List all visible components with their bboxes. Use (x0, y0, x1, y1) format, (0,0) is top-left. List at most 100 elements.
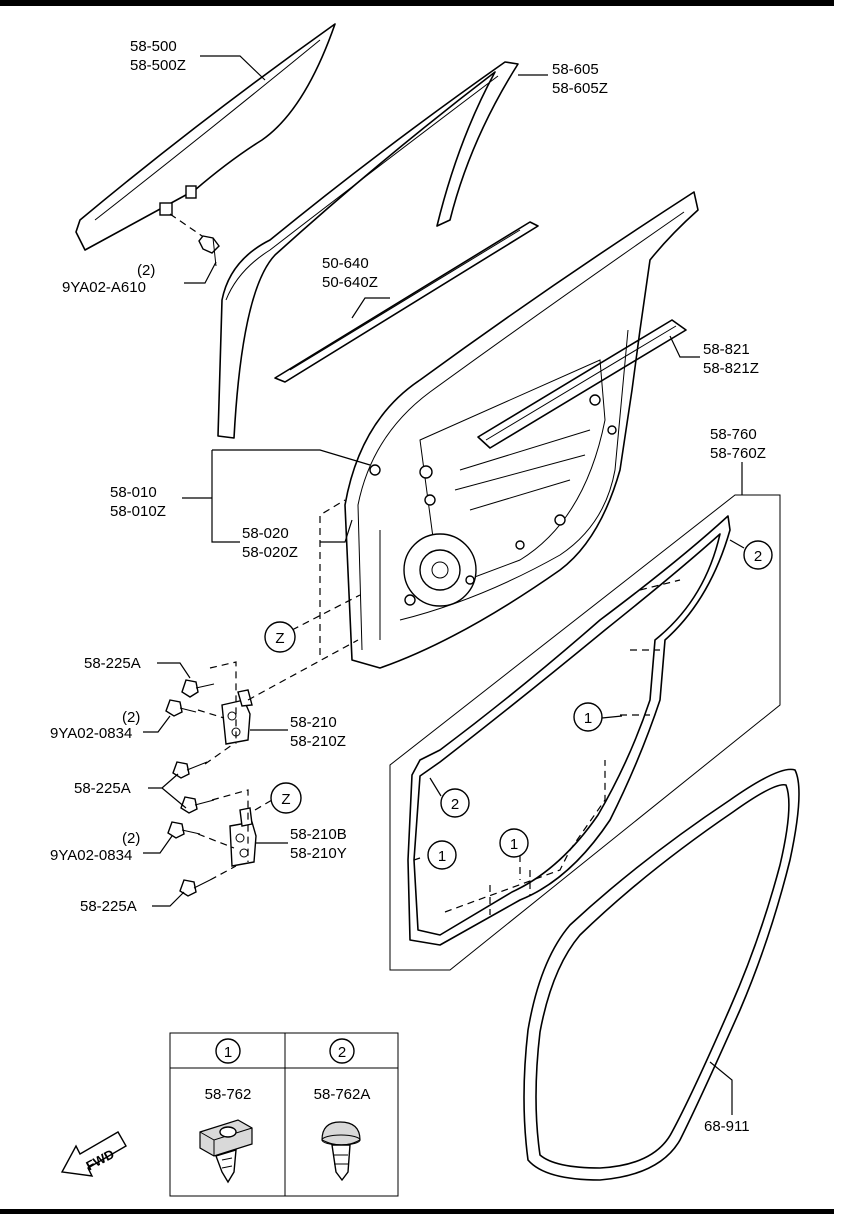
clip-2-icon (321, 1121, 361, 1182)
lower-hinge-part-number: 58-210B (290, 826, 347, 843)
lower-hinge-bolt-qty: (2) (122, 830, 140, 847)
z-marker: Z (264, 621, 296, 653)
hinge-dash (254, 799, 273, 811)
leader-marker (413, 857, 421, 861)
lower-hinge[interactable] (229, 807, 257, 867)
bolt-icon[interactable] (179, 879, 211, 897)
door-glass[interactable] (75, 23, 336, 251)
upper-hinge-part-number-alt: 58-210Z (290, 733, 346, 750)
door-panel-part-number-alt: 58-020Z (242, 544, 298, 561)
z-dash (291, 594, 361, 631)
lower-hinge-bolt-spec: 9YA02-0834 (50, 847, 132, 864)
run-channel-part-number: 58-605 (552, 61, 599, 78)
belt-molding-part-number: 50-640 (322, 255, 369, 272)
upper-hinge-bolt-spec: 9YA02-0834 (50, 725, 132, 742)
leader-marker (429, 777, 442, 797)
z-marker: Z (270, 782, 302, 814)
outer-weatherstrip-part-number: 58-821 (703, 341, 750, 358)
glass-bolt-qty: (2) (137, 262, 155, 279)
outer-weatherstrip[interactable] (477, 319, 687, 449)
leader-glass-bolt (184, 261, 217, 284)
hinge-dash (197, 709, 225, 719)
door-seal[interactable] (407, 515, 731, 946)
glass-bolt-dash (169, 213, 206, 239)
body-weatherstrip-part-number: 68-911 (704, 1118, 750, 1135)
seal-clip-dash (639, 579, 681, 591)
upper-hinge-bolt-qty: (2) (122, 709, 140, 726)
hinge-bolt-part-number: 58-225A (74, 780, 131, 797)
legend-header-2: 2 (329, 1038, 355, 1064)
leader-bolt (143, 715, 171, 733)
glass-run-channel[interactable] (217, 61, 519, 439)
clip-1-icon (199, 1119, 253, 1184)
hinge-dash (204, 744, 233, 765)
door-shell-part-number: 58-010 (110, 484, 157, 501)
glass-bolt-part-number: 9YA02-A610 (62, 279, 146, 296)
outer-weatherstrip-part-number-alt: 58-821Z (703, 360, 759, 377)
legend-part-1: 58-762 (205, 1086, 252, 1103)
leader-marker (601, 715, 623, 719)
leader-body-weatherstrip (709, 1061, 733, 1115)
belt-molding[interactable] (274, 221, 539, 383)
fwd-arrow-icon: FWD (60, 1131, 127, 1177)
top-border (0, 0, 834, 6)
clip-1-marker: 1 (499, 828, 529, 858)
body-weatherstrip[interactable] (523, 768, 800, 1181)
hinge-dash (247, 639, 359, 701)
leader-bolt (148, 773, 187, 809)
door-shell[interactable] (344, 191, 699, 669)
hinge-dash (211, 789, 249, 862)
leader-bolt (157, 662, 191, 679)
bolt-icon[interactable] (165, 699, 197, 717)
svg-text:1: 1 (438, 848, 446, 865)
upper-hinge-part-number: 58-210 (290, 714, 337, 731)
bolt-icon[interactable] (172, 761, 208, 779)
clip-2-marker: 2 (743, 540, 773, 570)
leader-door-panel (320, 519, 353, 543)
glass-part-number-alt: 58-500Z (130, 57, 186, 74)
svg-text:2: 2 (451, 796, 459, 813)
upper-hinge[interactable] (221, 689, 253, 745)
svg-text:Z: Z (275, 630, 284, 647)
legend-part-2: 58-762A (314, 1086, 371, 1103)
door-seal-part-number-alt: 58-760Z (710, 445, 766, 462)
door-seal-part-number: 58-760 (710, 426, 757, 443)
hinge-dash (209, 865, 237, 881)
lower-hinge-part-number-alt: 58-210Y (290, 845, 347, 862)
leader-glass (200, 55, 266, 81)
hinge-dash (209, 661, 237, 744)
svg-text:1: 1 (510, 836, 518, 853)
leader-bolt (152, 891, 185, 907)
clip-1-marker: 1 (573, 702, 603, 732)
legend-header-1: 1 (215, 1038, 241, 1064)
leader-outer-weatherstrip (669, 335, 700, 358)
glass-bolt-icon[interactable] (198, 235, 220, 267)
leader-door-shell (182, 449, 371, 543)
door-panel-part-number: 58-020 (242, 525, 289, 542)
door-shell-part-number-alt: 58-010Z (110, 503, 166, 520)
svg-text:2: 2 (754, 548, 762, 565)
glass-part-number: 58-500 (130, 38, 177, 55)
clip-legend-table (169, 1032, 399, 1197)
upper-hinge-bolt-part-number: 58-225A (84, 655, 141, 672)
bottom-border (0, 1209, 834, 1214)
belt-molding-part-number-alt: 50-640Z (322, 274, 378, 291)
bolt-icon[interactable] (167, 821, 201, 839)
leader-bolt (143, 835, 173, 854)
run-channel-part-number-alt: 58-605Z (552, 80, 608, 97)
leader-belt-molding (351, 297, 390, 319)
bolt-icon[interactable] (181, 679, 215, 698)
lower-hinge-bolt-part-number: 58-225A (80, 898, 137, 915)
bolt-icon[interactable] (180, 796, 215, 814)
leader-marker (729, 539, 745, 549)
z-dash (319, 499, 346, 655)
door-seal-group-frame (389, 494, 781, 971)
svg-text:2: 2 (338, 1044, 346, 1061)
svg-text:Z: Z (281, 791, 290, 808)
svg-text:1: 1 (584, 710, 592, 727)
clip-2-marker: 2 (440, 788, 470, 818)
hinge-dash (197, 833, 235, 849)
svg-text:1: 1 (224, 1044, 232, 1061)
clip-1-marker: 1 (427, 840, 457, 870)
